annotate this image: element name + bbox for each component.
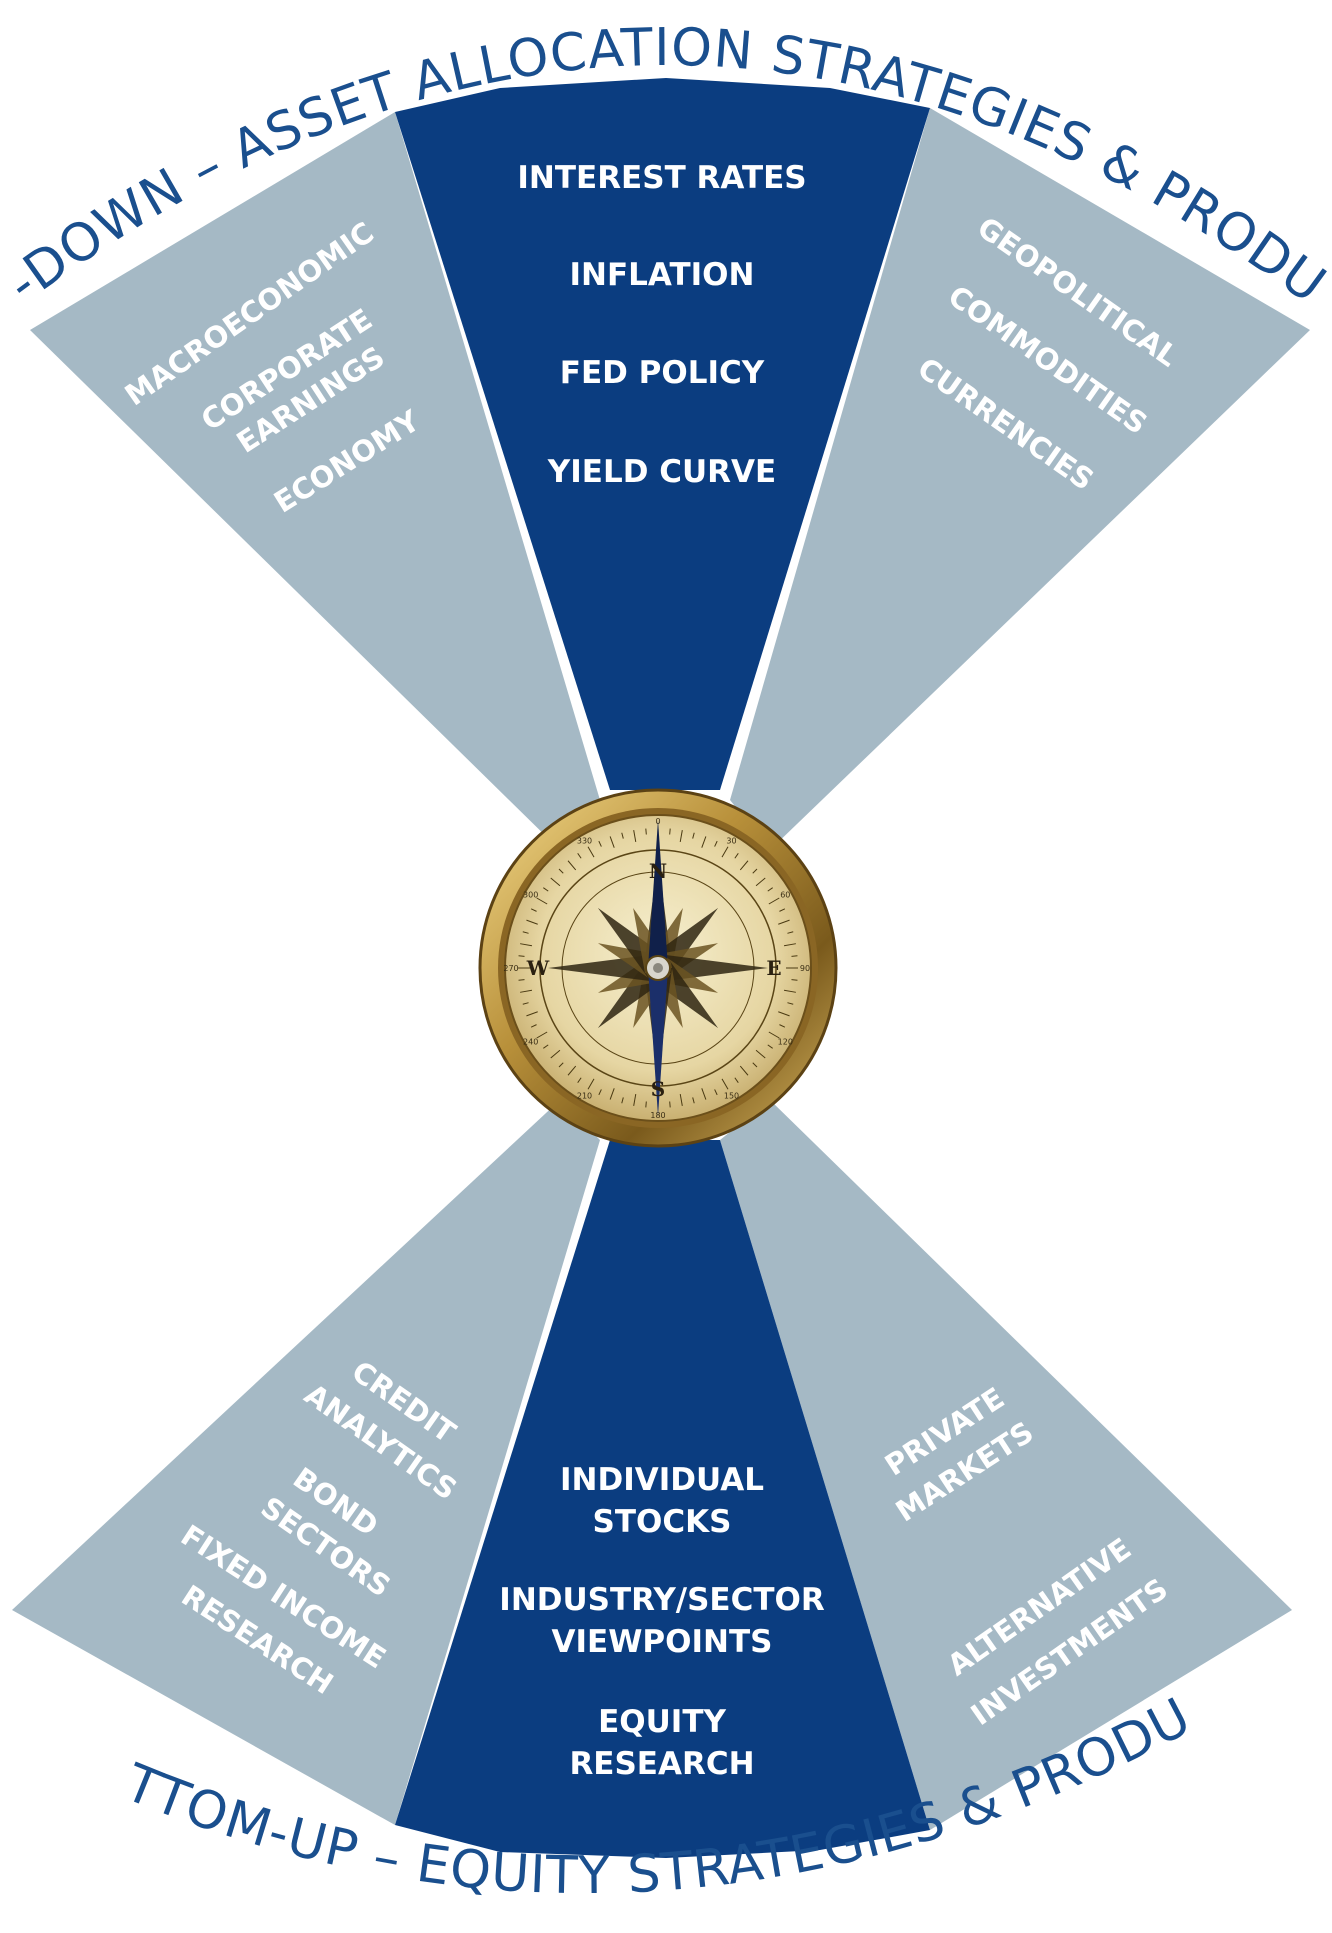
label-viewpoints: VIEWPOINTS bbox=[552, 1624, 773, 1660]
compass-degree-label: 60 bbox=[780, 891, 790, 900]
label-stocks: STOCKS bbox=[593, 1504, 732, 1540]
bottom-right-sector bbox=[720, 1100, 1292, 1830]
compass-icon: 0306090120150180210240270300330 N E S W bbox=[478, 788, 838, 1148]
label-equity: EQUITY bbox=[598, 1704, 726, 1740]
top-left-sector bbox=[30, 112, 600, 850]
compass-degree-label: 210 bbox=[577, 1091, 592, 1100]
compass-degree-label: 300 bbox=[523, 891, 538, 900]
compass-degree-label: 30 bbox=[726, 837, 736, 846]
compass-degree-label: 240 bbox=[523, 1038, 538, 1047]
compass-north: N bbox=[649, 859, 667, 883]
label-inflation: INFLATION bbox=[570, 257, 755, 293]
compass-degree-label: 150 bbox=[724, 1091, 739, 1100]
label-individual: INDIVIDUAL bbox=[560, 1462, 764, 1498]
top-center-sector bbox=[395, 78, 930, 790]
label-fed-policy: FED POLICY bbox=[560, 355, 765, 391]
label-yield-curve: YIELD CURVE bbox=[547, 454, 776, 490]
compass-degree-label: 330 bbox=[577, 837, 592, 846]
compass-degree-label: 120 bbox=[778, 1038, 793, 1047]
bottom-center-sector bbox=[395, 1140, 930, 1858]
label-interest-rates: INTEREST RATES bbox=[517, 160, 806, 196]
compass-west: W bbox=[526, 956, 550, 980]
compass-east: E bbox=[766, 956, 781, 980]
compass-south: S bbox=[651, 1077, 665, 1101]
bottom-left-sector bbox=[12, 1100, 600, 1825]
label-industry-sector: INDUSTRY/SECTOR bbox=[499, 1582, 825, 1618]
label-research-equity: RESEARCH bbox=[569, 1746, 754, 1782]
top-right-sector bbox=[730, 108, 1310, 850]
compass-degree-label: 90 bbox=[800, 964, 810, 973]
compass-degree-label: 270 bbox=[503, 964, 518, 973]
